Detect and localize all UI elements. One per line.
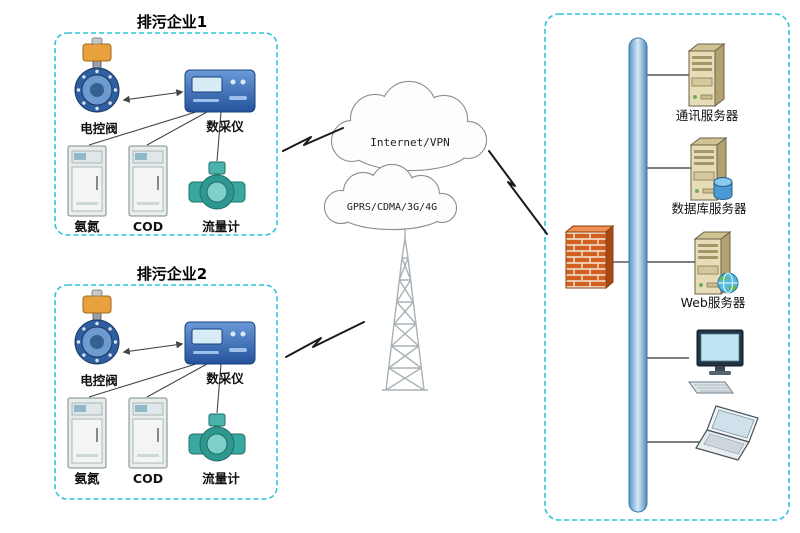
- valve-label-2: 电控阀: [80, 373, 118, 388]
- db-server-label: 数据库服务器: [671, 201, 747, 216]
- communication-tower-icon: [382, 228, 428, 391]
- valve-label-1: 电控阀: [80, 121, 118, 136]
- lightning-link-enterprise1: [282, 127, 344, 152]
- enterprise1-title: 排污企业1: [137, 13, 207, 31]
- web-server-label: Web服务器: [681, 295, 746, 310]
- enterprise2-box: [54, 284, 278, 500]
- flowmeter-label-2: 流量计: [202, 471, 240, 486]
- cod-label-2: COD: [133, 471, 163, 486]
- lightning-link-enterprise2: [285, 321, 365, 358]
- flowmeter-label-1: 流量计: [202, 219, 240, 234]
- database-disk-icon: [713, 177, 733, 200]
- comm-server-label: 通讯服务器: [676, 108, 739, 123]
- bus-connector-lines: [613, 74, 700, 443]
- comm-server-icon: [688, 43, 725, 107]
- cod-label-1: COD: [133, 219, 163, 234]
- collector-label-2: 数采仪: [205, 371, 244, 386]
- laptop-icon: [695, 405, 759, 461]
- ammonia-label-2: 氨氮: [74, 471, 100, 486]
- desktop-workstation-icon: [688, 329, 744, 394]
- gprs-cloud: [323, 163, 458, 231]
- enterprise1-box: [54, 32, 278, 236]
- gprs-label: GPRS/CDMA/3G/4G: [347, 202, 437, 213]
- lightning-link-center: [488, 150, 548, 235]
- collector-label-1: 数采仪: [205, 119, 244, 134]
- enterprise2-title: 排污企业2: [137, 265, 207, 283]
- cloud-icon-fill: [325, 165, 456, 229]
- firewall-icon: [565, 225, 614, 289]
- ammonia-label-1: 氨氮: [74, 219, 100, 234]
- network-bus: [628, 37, 648, 513]
- monitoring-center-box: [544, 13, 790, 521]
- cloud-icon-fill: [332, 82, 486, 170]
- globe-icon: [717, 272, 739, 294]
- internet-vpn-label: Internet/VPN: [370, 136, 449, 149]
- internet-vpn-cloud: [330, 80, 488, 172]
